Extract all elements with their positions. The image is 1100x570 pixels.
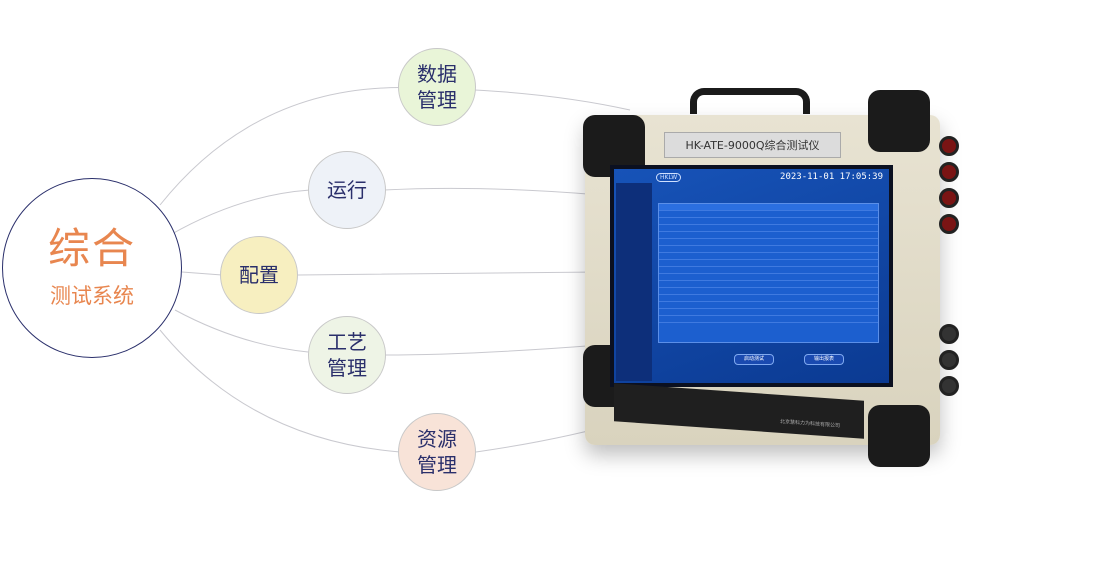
center-circle: 综合 测试系统: [2, 178, 182, 358]
corner-bumper: [868, 405, 930, 467]
export-report-button[interactable]: 输出报表: [804, 354, 844, 365]
screen-table: [658, 203, 879, 343]
node-process-management[interactable]: 工艺 管理: [308, 316, 386, 394]
device-handle: [690, 88, 810, 114]
start-test-button[interactable]: 启动测试: [734, 354, 774, 365]
screen-sidebar: [616, 183, 652, 381]
node-config[interactable]: 配置: [220, 236, 298, 314]
datetime: 2023-11-01 17:05:39: [780, 172, 883, 182]
node-run[interactable]: 运行: [308, 151, 386, 229]
corner-bumper: [868, 90, 930, 152]
nameplate: HK-ATE-9000Q综合测试仪: [664, 132, 841, 158]
node-data-management[interactable]: 数据 管理: [398, 48, 476, 126]
logo: HKLW: [656, 173, 682, 182]
device-screen: HKLW 2023-11-01 17:05:39 启动测试 输出报表: [610, 165, 893, 387]
node-resource-management[interactable]: 资源 管理: [398, 413, 476, 491]
center-title: 综合: [47, 224, 136, 273]
side-ports: [936, 130, 962, 430]
center-subtitle: 测试系统: [50, 284, 134, 308]
